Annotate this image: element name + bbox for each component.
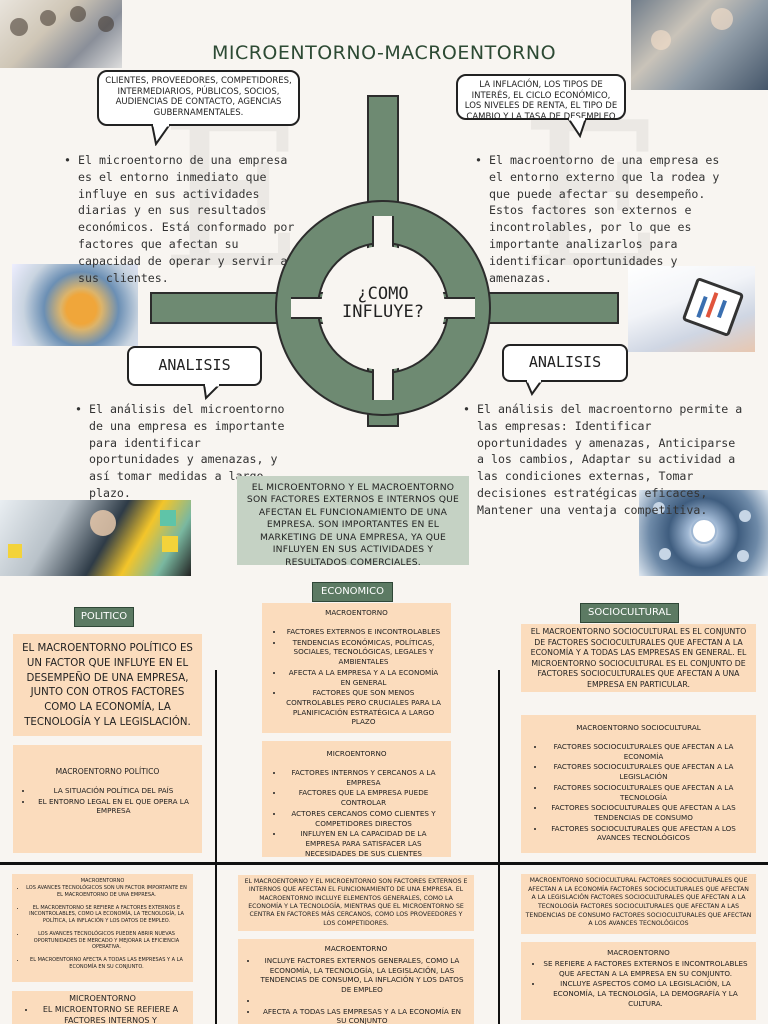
- card-heading: MACROENTORNO SOCIOCULTURAL: [576, 723, 701, 732]
- list-item: FACTORES QUE LA EMPRESA PUEDE CONTROLAR: [284, 788, 443, 807]
- list-item: FACTORES SOCIOCULTURALES QUE AFECTAN A L…: [545, 824, 742, 843]
- center-question: ¿COMO INFLUYE?: [322, 284, 444, 322]
- list-item: EL MACROENTORNO SE REFIERE A FACTORES EX…: [26, 905, 187, 925]
- bubble-tail: [150, 124, 172, 146]
- bottom-left-list: LOS AVANCES TECNOLÓGICOS SON UN FACTOR I…: [12, 885, 193, 971]
- economico-micro-card: MICROENTORNO FACTORES INTERNOS Y CERCANO…: [262, 741, 451, 858]
- bottom-right-macro-card: MACROENTORNO SE REFIERE A FACTORES EXTER…: [521, 942, 756, 1020]
- puzzle-hands-photo: [12, 264, 138, 346]
- list-item: AFECTA A TODAS LAS EMPRESAS Y A LA ECONO…: [258, 1007, 466, 1024]
- micro-description-text: El microentorno de una empresa es el ent…: [78, 153, 295, 285]
- analysis-label-text: ANALISIS: [158, 356, 231, 374]
- sociocultural-detail-card: MACROENTORNO SOCIOCULTURAL FACTORES SOCI…: [521, 715, 756, 853]
- center-question-line2: INFLUYE?: [342, 301, 424, 322]
- politico-summary-card: EL MACROENTORNO POLÍTICO ES UN FACTOR QU…: [13, 634, 202, 736]
- list-item: FACTORES INTERNOS Y CERCANOS A LA EMPRES…: [284, 768, 443, 787]
- bottom-mid-list: INCLUYE FACTORES EXTERNOS GENERALES, COM…: [238, 956, 474, 1024]
- bubble-text: LA INFLACIÓN, LOS TIPOS DE INTERÉS, EL C…: [464, 80, 618, 122]
- list-item: FACTORES QUE SON MENOS CONTROLABLES PERO…: [284, 688, 443, 727]
- chart-tablet-photo: [628, 266, 755, 352]
- bottom-mid-macro-card: MACROENTORNO INCLUYE FACTORES EXTERNOS G…: [238, 939, 474, 1024]
- card-heading: MACROENTORNO: [325, 608, 388, 617]
- bottom-left-macro-card: MACROENTORNO LOS AVANCES TECNOLÓGICOS SO…: [12, 874, 193, 982]
- economico-macro-card: MACROENTORNO FACTORES EXTERNOS E INCONTR…: [262, 603, 451, 733]
- list-item: FACTORES EXTERNOS E INCONTROLABLES: [284, 627, 443, 637]
- bubble-text: CLIENTES, PROVEEDORES, COMPETIDORES, INT…: [105, 76, 292, 118]
- bottom-mid-text-card: EL MACROENTORNO Y EL MICROENTORNO SON FA…: [238, 875, 474, 931]
- bottom-left-micro-card: MICROENTORNO EL MICROENTORNO SE REFIERE …: [12, 991, 193, 1024]
- bottom-right-text: MACROENTORNO SOCIOCULTURAL FACTORES SOCI…: [525, 877, 752, 928]
- whiteboard-photo: [0, 500, 191, 576]
- divider-line: [0, 862, 768, 865]
- analysis-micro-text: El análisis del microentorno de una empr…: [89, 402, 285, 500]
- bubble-tail: [202, 384, 222, 400]
- analysis-macro: • El análisis del macroentorno permite a…: [463, 401, 749, 519]
- politico-summary-text: EL MACROENTORNO POLÍTICO ES UN FACTOR QU…: [22, 643, 193, 728]
- bottom-right-list: SE REFIERE A FACTORES EXTERNOS E INCONTR…: [521, 959, 756, 1009]
- list-item: EL MACROENTORNO AFECTA A TODAS LAS EMPRE…: [26, 957, 187, 971]
- list-item: FACTORES SOCIOCULTURALES QUE AFECTAN A L…: [545, 762, 742, 781]
- bullet-icon: •: [64, 153, 71, 167]
- bullet-icon: •: [463, 402, 470, 416]
- bullet-icon: •: [75, 402, 82, 416]
- bottom-left-micro-list: EL MICROENTORNO SE REFIERE A FACTORES IN…: [12, 1005, 193, 1024]
- analysis-micro: • El análisis del microentorno de una em…: [75, 401, 285, 502]
- list-item: INCLUYE FACTORES EXTERNOS GENERALES, COM…: [258, 956, 466, 995]
- sociocultural-list: FACTORES SOCIOCULTURALES QUE AFECTAN A L…: [521, 742, 756, 843]
- center-diagram: [150, 95, 619, 427]
- list-item: AFECTA A LA EMPRESA Y A LA ECONOMÍA EN G…: [284, 668, 443, 687]
- list-item: FACTORES SOCIOCULTURALES QUE AFECTAN A L…: [545, 783, 742, 802]
- list-item: INCLUYE ASPECTOS COMO LA LEGISLACIÓN, LA…: [543, 979, 748, 1008]
- list-item: [258, 996, 466, 1006]
- card-heading: MICROENTORNO: [326, 749, 387, 758]
- list-item: LOS AVANCES TECNOLÓGICOS SON UN FACTOR I…: [26, 885, 187, 899]
- micro-description: • El microentorno de una empresa es el e…: [64, 152, 306, 286]
- list-item: FACTORES SOCIOCULTURALES QUE AFECTAN A L…: [545, 803, 742, 822]
- bullet-icon: •: [475, 153, 482, 167]
- economico-macro-list: FACTORES EXTERNOS E INCONTROLABLES TENDE…: [262, 627, 451, 727]
- bubble-macroentorno-factors: LA INFLACIÓN, LOS TIPOS DE INTERÉS, EL C…: [456, 74, 626, 122]
- desk-meeting-photo: [631, 0, 768, 90]
- tag-economico: ECONOMICO: [312, 582, 393, 602]
- bottom-mid-text: EL MACROENTORNO Y EL MICROENTORNO SON FA…: [244, 878, 468, 927]
- analysis-label-text: ANALISIS: [528, 353, 602, 371]
- analysis-label-right: ANALISIS: [502, 344, 628, 382]
- sociocultural-summary-text: EL MACROENTORNO SOCIOCULTURAL ES EL CONJ…: [530, 627, 747, 689]
- list-item: EL ENTORNO LEGAL EN EL QUE OPERA LA EMPR…: [33, 797, 194, 816]
- bubble-tail: [524, 380, 544, 396]
- macro-description-text: El macroentorno de una empresa es el ent…: [489, 153, 720, 285]
- center-question-line1: ¿COMO: [357, 284, 409, 304]
- list-item: EL MICROENTORNO SE REFIERE A FACTORES IN…: [36, 1005, 185, 1024]
- summary-box: EL MICROENTORNO Y EL MACROENTORNO SON FA…: [237, 476, 469, 568]
- list-item: ACTORES CERCANOS COMO CLIENTES Y COMPETI…: [284, 809, 443, 828]
- politico-detail-card: MACROENTORNO POLÍTICO LA SITUACIÓN POLÍT…: [13, 745, 202, 853]
- macro-description: • El macroentorno de una empresa es el e…: [475, 152, 739, 286]
- politico-list: LA SITUACIÓN POLÍTICA DEL PAÍS EL ENTORN…: [13, 786, 202, 816]
- list-item: LA SITUACIÓN POLÍTICA DEL PAÍS: [33, 786, 194, 796]
- page-title: MICROENTORNO-MACROENTORNO: [211, 42, 557, 64]
- bottom-right-text-card: MACROENTORNO SOCIOCULTURAL FACTORES SOCI…: [521, 874, 756, 934]
- card-heading: MACROENTORNO POLÍTICO: [55, 767, 160, 776]
- divider-line: [498, 670, 500, 1024]
- card-heading: MACROENTORNO: [607, 948, 670, 957]
- list-item: LOS AVANCES TECNOLÓGICOS PUEDEN ABRIR NU…: [26, 931, 187, 951]
- card-heading: MACROENTORNO: [324, 944, 388, 953]
- card-heading: MICROENTORNO: [69, 994, 136, 1003]
- bubble-microentorno-actors: CLIENTES, PROVEEDORES, COMPETIDORES, INT…: [97, 70, 300, 126]
- tag-sociocultural: SOCIOCULTURAL: [580, 603, 679, 623]
- economico-micro-list: FACTORES INTERNOS Y CERCANOS A LA EMPRES…: [262, 768, 451, 858]
- analysis-label-left: ANALISIS: [127, 346, 262, 386]
- card-heading: MACROENTORNO: [80, 878, 125, 884]
- tag-politico: POLITICO: [74, 607, 134, 627]
- divider-line: [215, 670, 217, 1024]
- network-photo: [639, 490, 768, 576]
- team-photo: [0, 0, 122, 68]
- list-item: TENDENCIAS ECONÓMICAS, POLÍTICAS, SOCIAL…: [284, 638, 443, 667]
- bubble-tail: [566, 118, 588, 138]
- list-item: FACTORES SOCIOCULTURALES QUE AFECTAN A L…: [545, 742, 742, 761]
- analysis-macro-text: El análisis del macroentorno permite a l…: [477, 402, 743, 517]
- sociocultural-summary-card: EL MACROENTORNO SOCIOCULTURAL ES EL CONJ…: [521, 624, 756, 692]
- list-item: INFLUYEN EN LA CAPACIDAD DE LA EMPRESA P…: [284, 829, 443, 858]
- list-item: SE REFIERE A FACTORES EXTERNOS E INCONTR…: [543, 959, 748, 978]
